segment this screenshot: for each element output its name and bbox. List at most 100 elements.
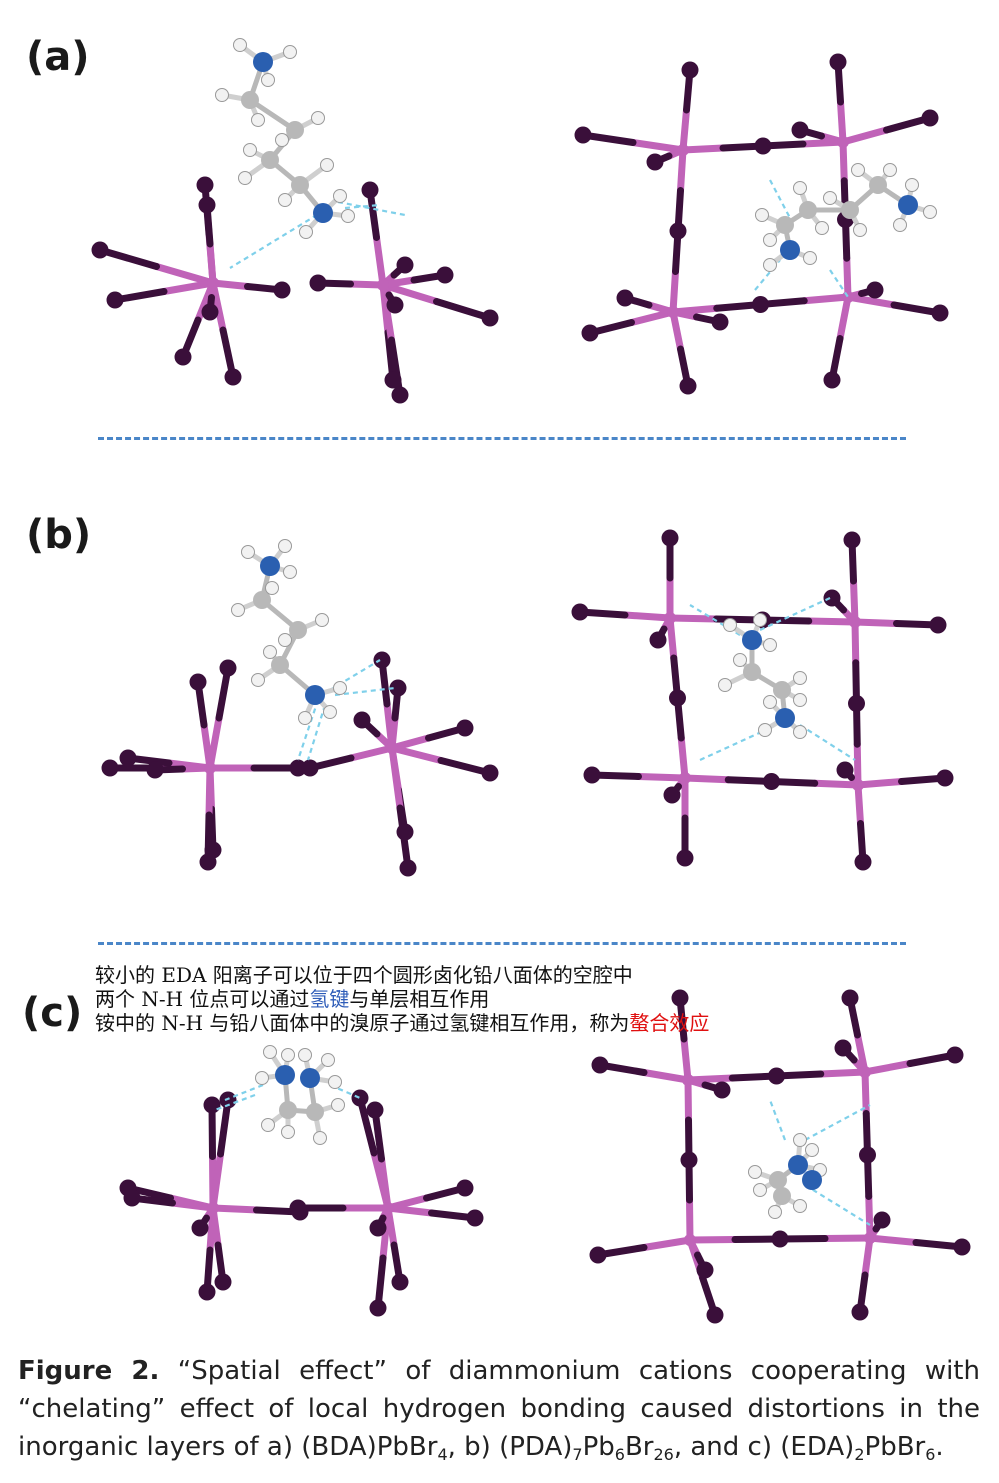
atom-br xyxy=(646,153,664,171)
eda-side-view xyxy=(119,1045,484,1317)
atom-n xyxy=(780,240,800,260)
atom-br xyxy=(713,1081,731,1099)
atom-br xyxy=(369,1219,387,1237)
hydrogen-bond xyxy=(337,200,406,217)
atom-br xyxy=(361,181,379,199)
bond xyxy=(680,1035,692,1084)
atom-br xyxy=(873,1211,891,1229)
atom-br xyxy=(456,719,474,737)
bond xyxy=(839,138,848,185)
atom-br xyxy=(91,241,109,259)
bond xyxy=(851,618,900,627)
atom-br xyxy=(481,764,499,782)
figure-label: Figure 2. xyxy=(18,1356,160,1386)
atom-br xyxy=(309,274,327,292)
atom-br xyxy=(859,1146,876,1164)
atom-h xyxy=(763,258,777,272)
atom-br xyxy=(391,386,409,404)
atom-c xyxy=(743,663,761,681)
atom-h xyxy=(323,705,337,719)
atom-br xyxy=(219,1091,237,1109)
bond xyxy=(247,97,298,133)
atom-h xyxy=(793,725,807,739)
figure-caption: Figure 2. “Spatial effect” of diammonium… xyxy=(18,1356,980,1464)
bond xyxy=(677,734,689,782)
atom-pb xyxy=(682,1074,694,1086)
annotation-line-2: 两个 N-H 位点可以通过氢键与单层相互作用 xyxy=(95,987,490,1011)
atom-h xyxy=(923,205,937,219)
atom-h xyxy=(793,1199,807,1213)
atom-n xyxy=(802,1170,822,1190)
structure-c xyxy=(119,989,971,1324)
panel-label-c: (c) xyxy=(22,990,83,1036)
bond xyxy=(800,293,852,305)
atom-h xyxy=(763,695,777,709)
atom-pb xyxy=(852,779,864,791)
bond xyxy=(861,1068,870,1117)
atom-h xyxy=(333,681,347,695)
hydrogen-bond xyxy=(229,209,326,269)
atom-br xyxy=(399,859,417,877)
atom-br xyxy=(921,109,939,127)
atom-br xyxy=(106,291,124,309)
bond xyxy=(208,1101,216,1160)
bond xyxy=(679,144,727,154)
atom-br xyxy=(669,222,687,240)
atom-br xyxy=(679,377,697,395)
bond xyxy=(169,1199,217,1212)
atom-br xyxy=(661,529,679,547)
atom-br xyxy=(848,695,865,712)
atom-br xyxy=(931,304,949,322)
annotation-line-3: 铵中的 N-H 与铅八面体中的溴原子通过氢键相互作用，称为螯合效应 xyxy=(95,1011,710,1035)
atom-pb xyxy=(859,1066,871,1078)
atom-c xyxy=(869,176,887,194)
bond xyxy=(347,744,396,762)
atom-br xyxy=(146,761,164,779)
atom-br xyxy=(456,1179,474,1197)
bond xyxy=(433,298,494,322)
atom-h xyxy=(275,133,289,147)
atom-pb xyxy=(677,144,689,156)
atom-br xyxy=(353,711,371,729)
hydrogen-bond xyxy=(296,699,320,761)
bond xyxy=(629,139,687,154)
bond xyxy=(388,744,404,812)
bond xyxy=(379,281,395,344)
atom-n xyxy=(313,203,333,223)
atom-br xyxy=(616,289,634,307)
hydrogen-bond xyxy=(769,179,791,219)
bond xyxy=(621,611,674,622)
bond xyxy=(217,1096,232,1158)
atom-h xyxy=(261,73,275,87)
bond xyxy=(388,744,445,764)
atom-h xyxy=(283,45,297,59)
atom-pb xyxy=(849,616,861,628)
annotation-line-1: 较小的 EDA 阳离子可以位于四个圆形卤化铅八面体的空腔中 xyxy=(95,963,633,987)
atom-h xyxy=(283,565,297,579)
bond xyxy=(96,246,160,270)
atom-br xyxy=(201,303,219,321)
pda-side-view xyxy=(101,539,499,877)
atom-c xyxy=(286,121,304,139)
atom-c xyxy=(769,1171,787,1189)
bda-side-view xyxy=(91,38,499,404)
atom-br xyxy=(711,313,729,331)
atom-br xyxy=(953,1238,971,1256)
bond xyxy=(205,764,214,819)
atom-br xyxy=(671,989,689,1007)
bond xyxy=(861,1060,914,1076)
atom-h xyxy=(320,158,334,172)
atom-br xyxy=(823,371,841,389)
hydrogen-bond xyxy=(804,1184,871,1226)
atom-br xyxy=(389,679,407,697)
atom-br xyxy=(929,616,947,634)
atom-h xyxy=(251,673,265,687)
atom-h xyxy=(255,1071,269,1085)
atom-n xyxy=(260,556,280,576)
atom-h xyxy=(215,88,229,102)
atom-br xyxy=(198,1283,216,1301)
bond xyxy=(209,1204,222,1249)
bond xyxy=(821,1234,874,1242)
atom-br xyxy=(936,769,954,787)
hydrogen-bond xyxy=(768,1099,787,1141)
